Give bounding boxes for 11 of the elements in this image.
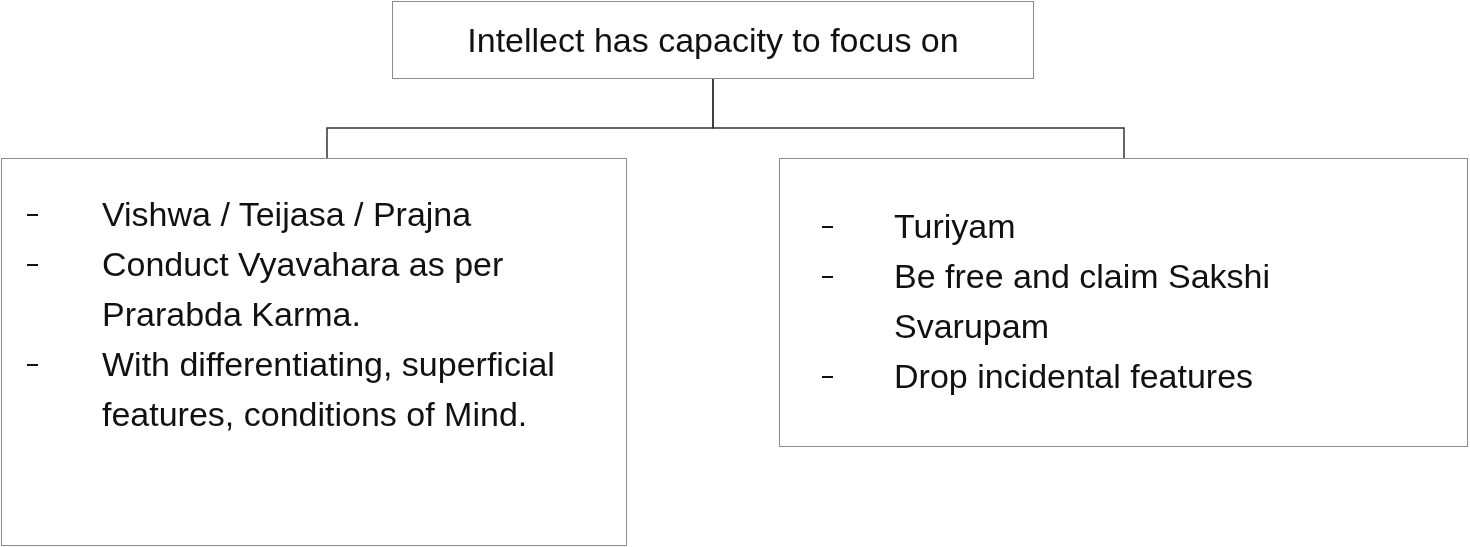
list-item-text: Be free and claim Sakshi Svarupam [894, 256, 1272, 347]
heading-text: Intellect has capacity to focus on [466, 20, 960, 61]
list-box [779, 158, 1468, 447]
list-item-text: Vishwa / Teijasa / Prajna [102, 194, 473, 235]
list-item-text: Conduct Vyavahara as per Prarabda Karma. [102, 244, 505, 335]
heading-box [392, 1, 1034, 79]
list-box [1, 158, 627, 546]
list-item-text: Turiyam [894, 206, 1017, 247]
list-item-text: Drop incidental features [894, 356, 1255, 397]
connector-line [712, 78, 1125, 159]
list-item-text: With differentiating, superficial features, conditions of Mind. [102, 344, 556, 435]
